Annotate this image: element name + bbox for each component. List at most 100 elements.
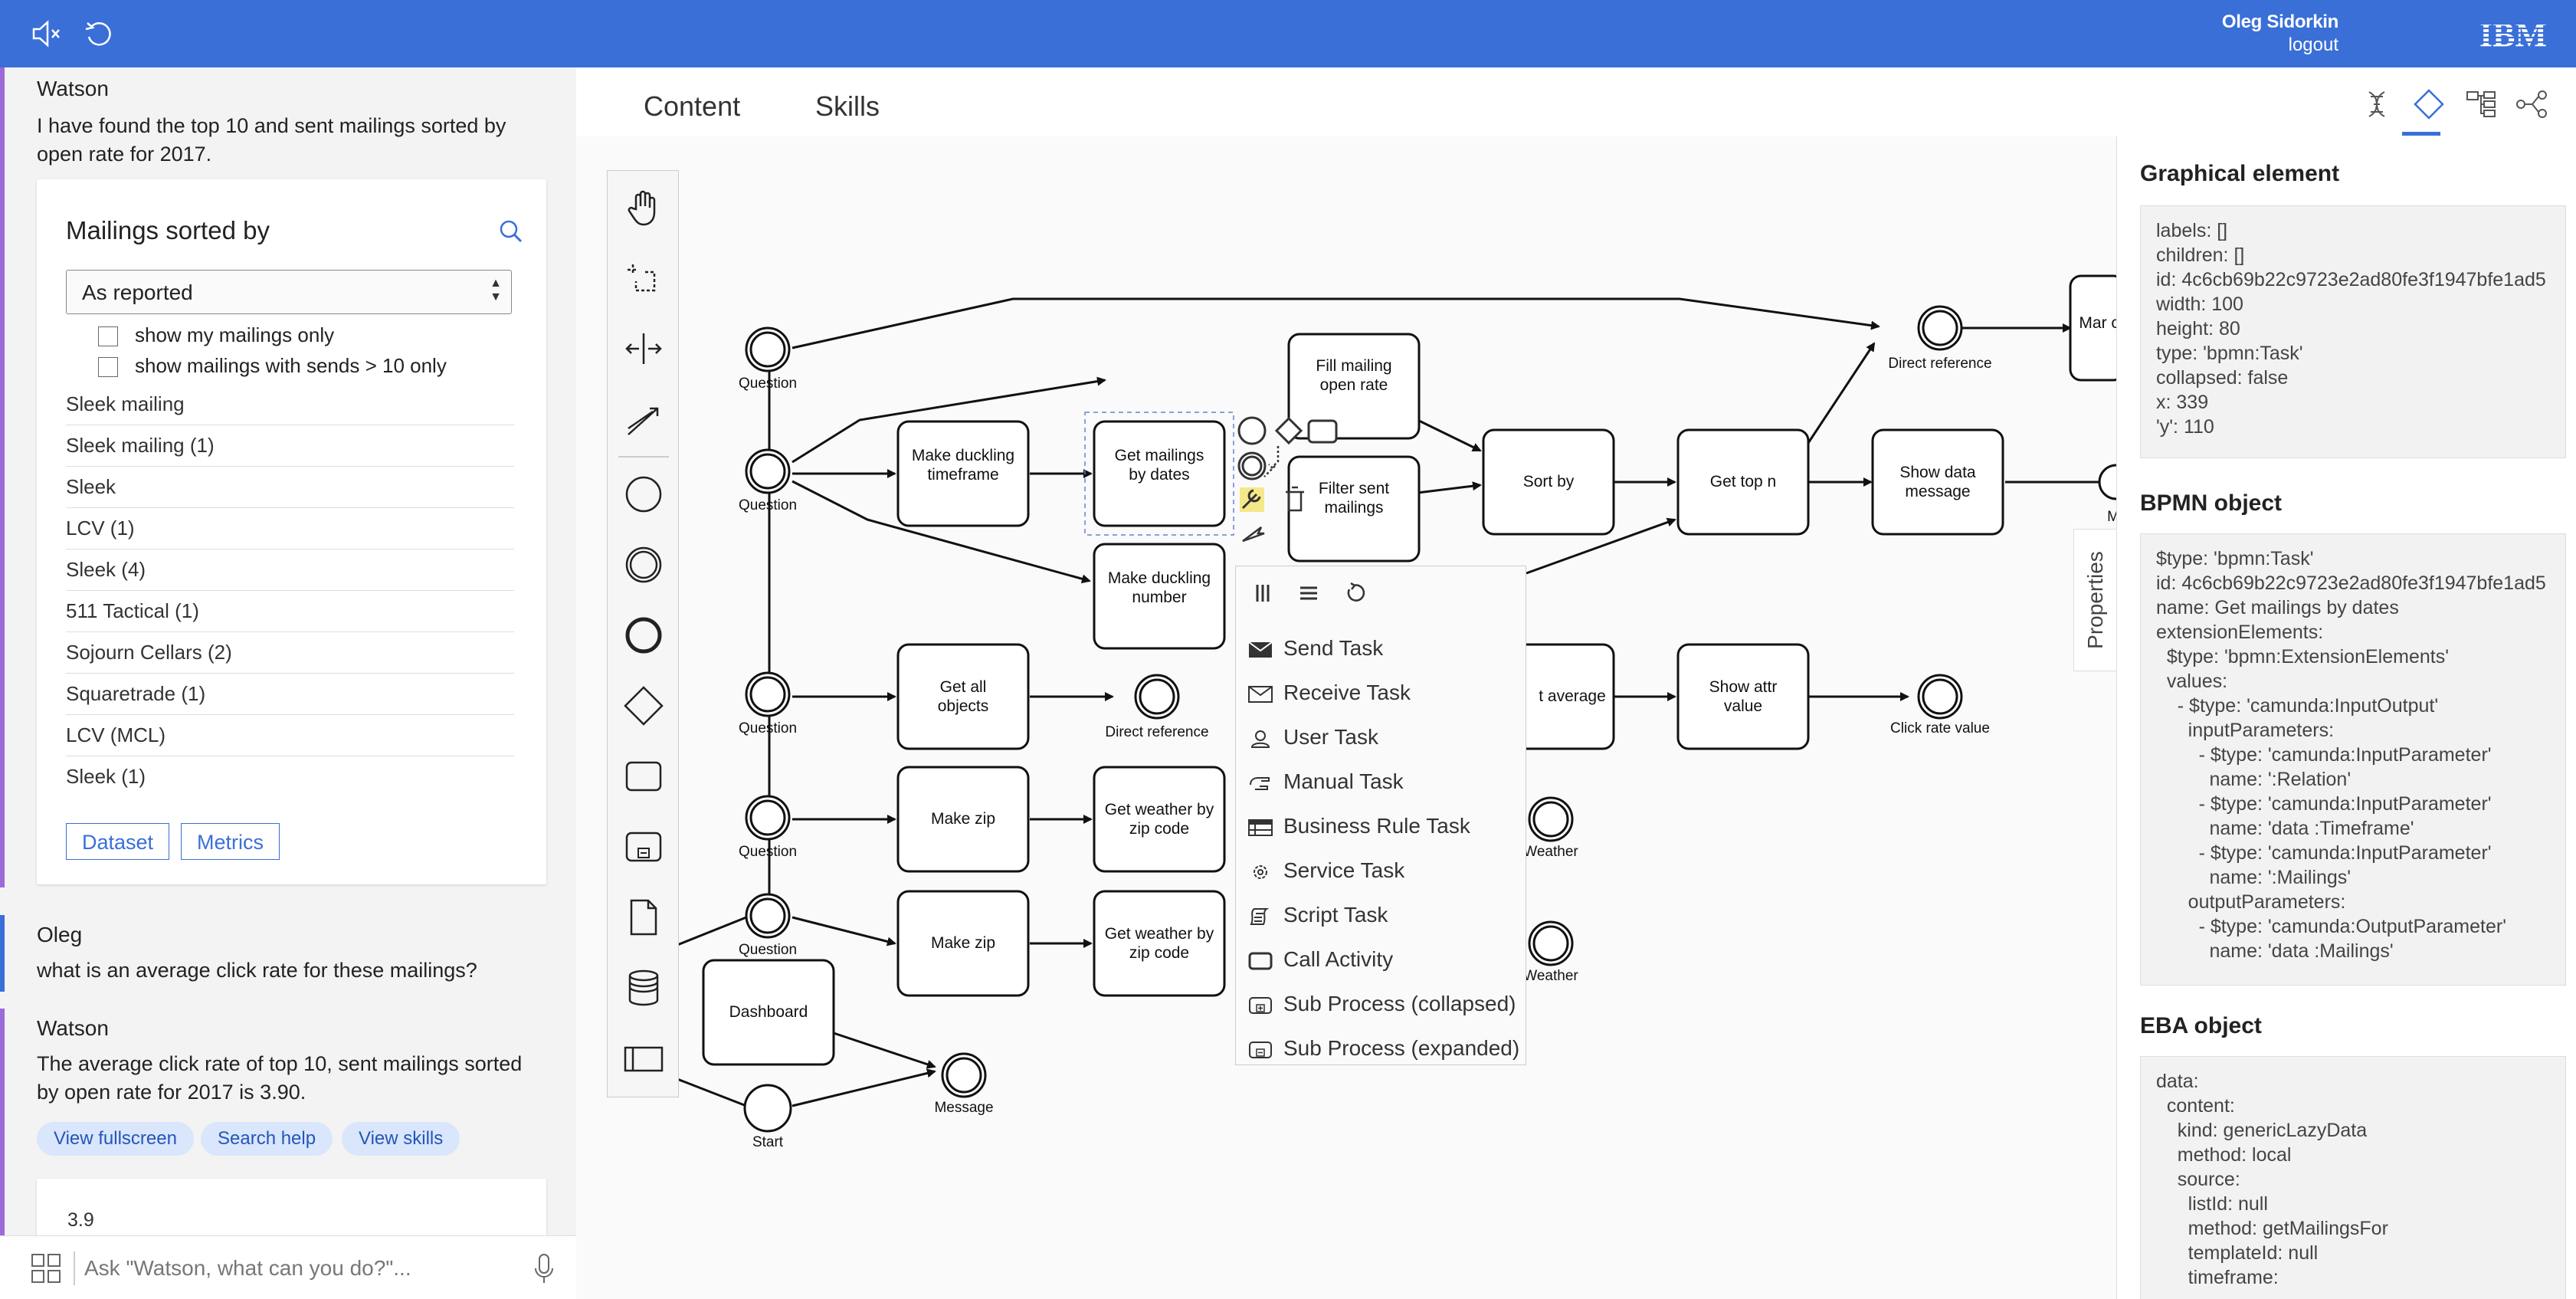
task-label: Sort by xyxy=(1523,473,1575,490)
menu-item-service-task[interactable]: Service Task xyxy=(1248,848,1404,893)
event-label: Question xyxy=(739,376,797,392)
sequence-flow xyxy=(791,916,896,946)
event-label: Start xyxy=(752,1134,784,1150)
menu-item-script-task[interactable]: Script Task xyxy=(1248,893,1388,937)
intermediate-event-icon[interactable] xyxy=(622,543,665,586)
task-box xyxy=(1093,766,1226,873)
message-sender: Watson xyxy=(37,77,109,100)
grid-icon[interactable] xyxy=(31,1253,61,1284)
menu-item-label: Manual Task xyxy=(1283,769,1404,793)
task-box xyxy=(1871,428,2004,536)
list-item[interactable]: LCV (MCL) xyxy=(66,714,514,756)
tab-skills[interactable]: Skills xyxy=(815,90,880,122)
weather-event-inner xyxy=(1532,925,1569,962)
menu-item-business-rule-task[interactable]: Business Rule Task xyxy=(1248,804,1470,848)
sort-select[interactable]: As reported ▲▼ xyxy=(66,270,512,314)
ask-input[interactable]: Ask "Watson, what can you do?"... xyxy=(84,1256,411,1280)
tab-content[interactable]: Content xyxy=(644,90,741,122)
list-item[interactable]: Squaretrade (1) xyxy=(66,673,514,715)
result-value: 3.9 xyxy=(67,1209,94,1231)
menu-item-manual-task[interactable]: Manual Task xyxy=(1248,759,1404,804)
search-help-button[interactable]: Search help xyxy=(201,1122,333,1156)
properties-toggle-tab[interactable]: Properties xyxy=(2073,529,2116,671)
menu-item-send-task[interactable]: Send Task xyxy=(1248,626,1383,671)
menu-item-label: Business Rule Task xyxy=(1283,814,1470,838)
data-store-icon[interactable] xyxy=(622,966,665,1009)
connect-tool-icon[interactable] xyxy=(622,398,665,441)
hierarchy-icon[interactable] xyxy=(2464,87,2498,121)
question-event-inner xyxy=(749,453,786,490)
sequence-flow xyxy=(1807,342,1876,444)
task-box xyxy=(1093,890,1226,997)
gateway-icon[interactable] xyxy=(622,684,665,727)
space-tool-icon[interactable] xyxy=(622,327,665,370)
metrics-button[interactable]: Metrics xyxy=(181,823,280,860)
hand-tool-icon[interactable] xyxy=(622,186,665,229)
checkbox-label: show mailings with sends > 10 only xyxy=(135,354,447,377)
task-box xyxy=(1676,428,1810,536)
start-event-icon[interactable] xyxy=(622,473,665,516)
palette-divider xyxy=(618,456,669,458)
bpmn-object-box: $type: 'bpmn:Task' id: 4c6cb69b22c9723e2… xyxy=(2140,533,2566,986)
weather-event-inner xyxy=(1532,801,1569,838)
list-item[interactable]: Sleek xyxy=(66,466,514,508)
list-item[interactable]: Sleek (1) xyxy=(66,765,146,788)
loop-icon[interactable] xyxy=(1343,582,1366,605)
menu-item-call-activity[interactable]: Call Activity xyxy=(1248,937,1393,982)
tool-palette xyxy=(607,170,679,1097)
ibm-logo-text: IBM xyxy=(2479,16,2547,52)
eba-object-title: EBA object xyxy=(2140,1013,2262,1038)
diamond-icon[interactable] xyxy=(2412,87,2446,121)
context-pad-gateway-icon xyxy=(1274,416,1303,445)
divider xyxy=(74,1251,75,1285)
question-event-inner xyxy=(749,331,786,368)
view-skills-button[interactable]: View skills xyxy=(342,1122,460,1156)
list-item[interactable]: Sojourn Cellars (2) xyxy=(66,631,514,674)
menu-item-label: Service Task xyxy=(1283,858,1405,882)
view-fullscreen-button[interactable]: View fullscreen xyxy=(37,1122,194,1156)
sequence-flow xyxy=(1417,418,1482,452)
event-label: Question xyxy=(739,497,797,513)
microphone-icon[interactable] xyxy=(533,1253,555,1285)
sequence-flow xyxy=(1417,481,1482,494)
mute-icon[interactable] xyxy=(29,17,63,51)
menu-item-subprocess-collapsed[interactable]: Sub Process (collapsed) xyxy=(1248,982,1516,1026)
script-task-icon xyxy=(1250,907,1270,925)
task-box xyxy=(896,890,1030,997)
list-item[interactable]: Sleek mailing (1) xyxy=(66,425,514,467)
oleg-message: Oleg what is an average click rate for t… xyxy=(0,915,576,992)
task-box xyxy=(1093,420,1226,527)
dataset-button[interactable]: Dataset xyxy=(66,823,170,860)
task-label: Mar cl xyxy=(2079,314,2116,332)
flow-icon[interactable] xyxy=(2515,87,2548,121)
dna-icon[interactable] xyxy=(2360,87,2394,121)
subprocess-icon[interactable] xyxy=(622,825,665,868)
list-item[interactable]: LCV (1) xyxy=(66,507,514,549)
bpmn-object-title: BPMN object xyxy=(2140,490,2283,516)
list-item[interactable]: Sleek mailing xyxy=(66,383,514,425)
menu-item-receive-task[interactable]: Receive Task xyxy=(1248,671,1411,715)
pool-icon[interactable] xyxy=(622,1037,665,1080)
sequential-multi-instance-icon[interactable] xyxy=(1297,582,1320,605)
list-item[interactable]: Sleek (4) xyxy=(66,549,514,591)
parallel-multi-instance-icon[interactable] xyxy=(1251,582,1274,605)
graphical-element-content: labels: [] children: [] id: 4c6cb69b22c9… xyxy=(2156,220,2546,438)
list-item[interactable]: 511 Tactical (1) xyxy=(66,590,514,632)
sends-filter-checkbox[interactable]: show mailings with sends > 10 only xyxy=(98,354,447,378)
search-icon[interactable] xyxy=(497,218,523,244)
logout-link[interactable]: logout xyxy=(2288,34,2338,55)
my-mailings-checkbox[interactable]: show my mailings only xyxy=(98,323,334,347)
refresh-icon[interactable] xyxy=(83,17,116,51)
subprocess-expanded-icon xyxy=(1249,1041,1272,1058)
checkbox-box[interactable] xyxy=(98,326,118,347)
menu-item-user-task[interactable]: User Task xyxy=(1248,715,1378,759)
checkbox-box[interactable] xyxy=(98,357,118,378)
data-object-icon[interactable] xyxy=(622,896,665,939)
task-icon[interactable] xyxy=(622,755,665,798)
menu-item-subprocess-expanded[interactable]: Sub Process (expanded) xyxy=(1248,1026,1519,1071)
lasso-tool-icon[interactable] xyxy=(622,257,665,300)
end-event-icon[interactable] xyxy=(622,614,665,657)
